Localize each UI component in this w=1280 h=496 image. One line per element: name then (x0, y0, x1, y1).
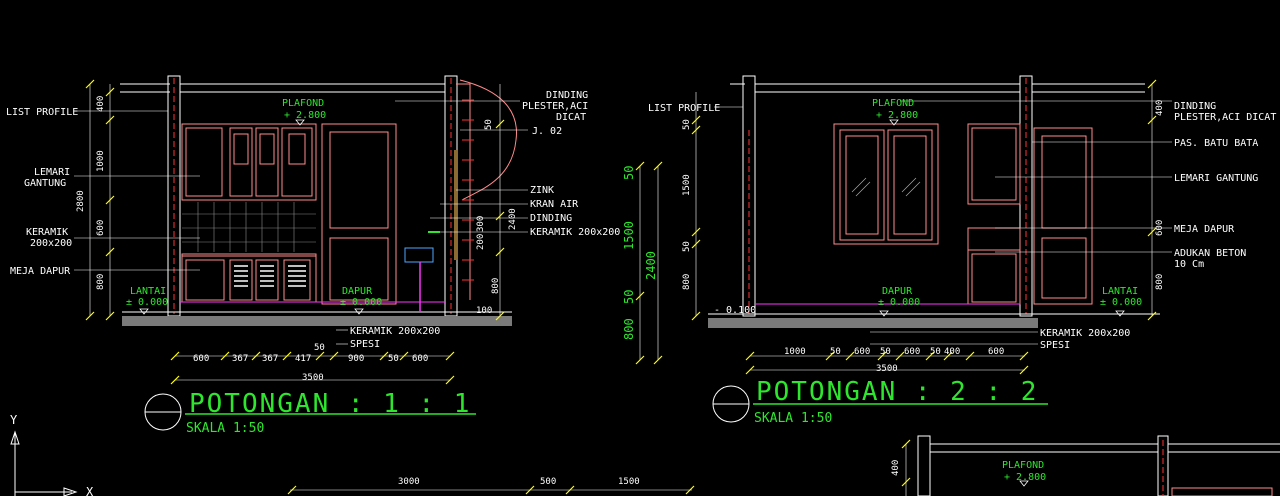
s1-kran-label: KRAN AIR (530, 199, 579, 210)
s1-plafond-label: PLAFOND (282, 98, 324, 109)
s2-dim-bottom-7: 600 (988, 347, 1004, 357)
s2-plafond-level: + 2.800 (876, 110, 918, 121)
s2-dim-bottom-5: 50 (930, 347, 941, 357)
s1-keramik-label-2: 200x200 (30, 238, 72, 249)
s1-dinding-label-2: PLESTER,ACI (522, 101, 588, 112)
ucs-icon (10, 430, 78, 496)
s2-dim-right-2: 800 (1155, 274, 1165, 290)
s2-list-profile-label: LIST PROFILE (648, 103, 720, 114)
s1-dim-bottom-2: 367 (262, 354, 278, 364)
s2-dim-left-0: 50 (682, 119, 692, 130)
s1-scale: SKALA 1:50 (186, 421, 264, 436)
ucs-x-label: X (86, 485, 94, 496)
s2-adukan-label-1: ADUKAN BETON (1174, 248, 1246, 259)
s2-meja-dapur-label: MEJA DAPUR (1174, 224, 1235, 235)
s1-dim-left-3: 800 (96, 274, 106, 290)
s3-dim-top-2: 1500 (618, 477, 640, 487)
s2-dapur-level: ± 0.000 (878, 297, 920, 308)
s2-dim-bottom-0: 1000 (784, 347, 806, 357)
s2-section-title: POTONGAN : 2 : 2 (756, 377, 1038, 407)
s1-keramik-dinding-label: KERAMIK 200x200 (530, 227, 620, 238)
s1-dim-bottom-6: 50 (388, 354, 399, 364)
s1-dapur-level: ± 0.000 (340, 297, 382, 308)
s1-dim-bottom-9: 100 (476, 306, 492, 316)
s2-dim-right-0: 400 (1155, 100, 1165, 116)
s1-dim-right-1: 300 (476, 216, 486, 232)
s2-dim-outer-3: 50 (622, 290, 636, 304)
s2-pas-batu-label: PAS. BATU BATA (1174, 138, 1258, 149)
s2-dim-left-2: 50 (682, 241, 692, 252)
s1-dim-left-4: 2800 (76, 190, 86, 212)
s1-dim-bottom-8: 3500 (302, 373, 324, 383)
s1-lemari-label-1: LEMARI (34, 167, 70, 178)
s1-keramik-label-1: KERAMIK (26, 227, 68, 238)
s1-dim-right-0: 50 (484, 119, 494, 130)
s2-dim-left-1: 1500 (682, 174, 692, 196)
s1-dinding-label-1: DINDING (546, 90, 588, 101)
s2-dim-bottom-1: 50 (830, 347, 841, 357)
s1-dim-bottom-4: 50 (314, 343, 325, 353)
s2-spesi-label: SPESI (1040, 340, 1070, 351)
s1-dinding-label-3: DICAT (556, 112, 586, 123)
s2-dim-left-3: 800 (682, 274, 692, 290)
section-1-drawing (74, 75, 528, 431)
s1-lemari-label-2: GANTUNG (24, 178, 66, 189)
s2-keramik-floor-label: KERAMIK 200x200 (1040, 328, 1130, 339)
s1-lantai-label: LANTAI (130, 286, 166, 297)
ucs-y-label: Y (10, 413, 18, 427)
s2-dim-bottom-6: 400 (944, 347, 960, 357)
s1-dim-bottom-7: 600 (412, 354, 428, 364)
s3-plafond-level: + 2.800 (1004, 472, 1046, 483)
s1-dim-right-3: 2400 (508, 208, 518, 230)
s1-dim-bottom-0: 600 (193, 354, 209, 364)
section-3-drawing (287, 435, 1280, 496)
s2-adukan-label-2: 10 Cm (1174, 259, 1204, 270)
s1-dim-bottom-3: 417 (295, 354, 311, 364)
s2-neg-level: - 0.100 (714, 305, 756, 316)
s1-meja-dapur-label: MEJA DAPUR (10, 266, 71, 277)
s2-dinding-label-1: DINDING (1174, 101, 1216, 112)
s1-section-title: POTONGAN : 1 : 1 (189, 389, 471, 419)
s3-plafond-label: PLAFOND (1002, 460, 1044, 471)
s2-scale: SKALA 1:50 (754, 411, 832, 426)
s1-dim-right-4: 800 (491, 278, 501, 294)
s2-dim-outer-2: 2400 (644, 251, 658, 280)
s2-dim-outer-0: 50 (622, 166, 636, 180)
s1-dim-left-0: 400 (96, 96, 106, 112)
s1-spesi-label: SPESI (350, 339, 380, 350)
s2-lemari-gantung-label: LEMARI GANTUNG (1174, 173, 1258, 184)
s1-dinding-k-label: DINDING (530, 213, 572, 224)
s1-keramik-floor-label: KERAMIK 200x200 (350, 326, 440, 337)
s3-dim-top-1: 500 (540, 477, 556, 487)
s1-zink-label: ZINK (530, 185, 554, 196)
s1-plafond-level: + 2.800 (284, 110, 326, 121)
s1-dim-left-2: 600 (96, 220, 106, 236)
s1-list-profile-label: LIST PROFILE (6, 107, 78, 118)
s1-j02-label: J. 02 (532, 126, 562, 137)
s2-dim-bottom-2: 600 (854, 347, 870, 357)
s1-dim-bottom-1: 367 (232, 354, 248, 364)
s3-dim-top-0: 3000 (398, 477, 420, 487)
s3-dim-left: 400 (891, 460, 901, 476)
s1-dapur-label: DAPUR (342, 286, 373, 297)
s2-dim-bottom-3: 50 (880, 347, 891, 357)
s1-lantai-level: ± 0.000 (126, 297, 168, 308)
s2-lantai-level: ± 0.000 (1100, 297, 1142, 308)
s2-plafond-label: PLAFOND (872, 98, 914, 109)
s2-dapur-label: DAPUR (882, 286, 913, 297)
s2-dim-outer-4: 800 (622, 318, 636, 340)
s2-lantai-label: LANTAI (1102, 286, 1138, 297)
section-2-drawing (635, 75, 1172, 423)
s2-dim-outer-1: 1500 (622, 221, 636, 250)
s1-dim-left-1: 1000 (96, 150, 106, 172)
s1-dim-right-2: 200 (476, 234, 486, 250)
s1-dim-bottom-5: 900 (348, 354, 364, 364)
s2-dim-bottom-8: 3500 (876, 364, 898, 374)
s2-dim-bottom-4: 600 (904, 347, 920, 357)
s2-dim-right-1: 600 (1155, 220, 1165, 236)
s2-dinding-label-2: PLESTER,ACI DICAT (1174, 112, 1276, 123)
